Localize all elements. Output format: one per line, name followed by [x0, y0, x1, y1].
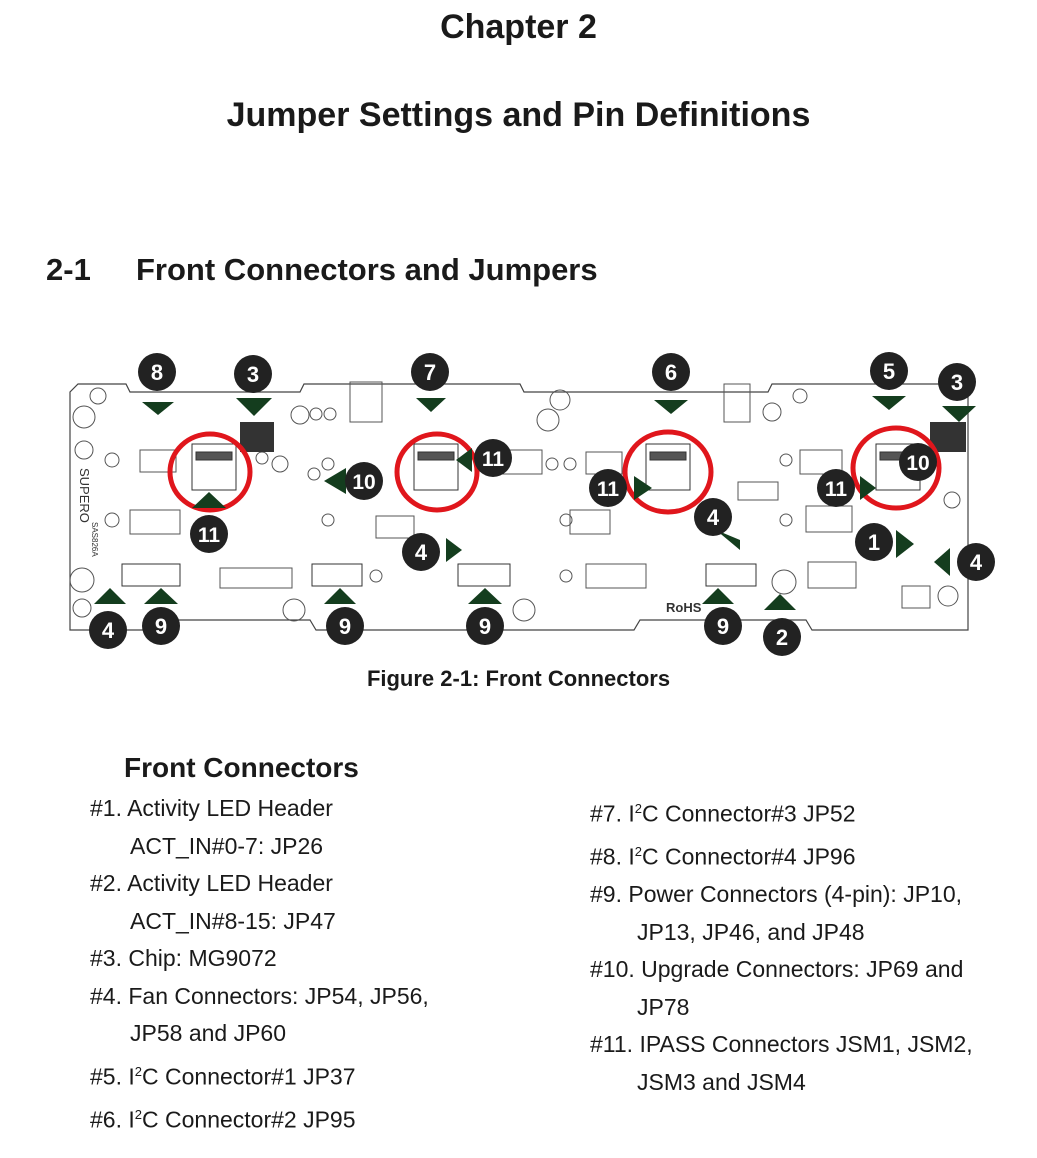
callout-5: 5	[870, 352, 908, 390]
callout-3-right: 3	[938, 363, 976, 401]
list-item: #9. Power Connectors (4-pin): JP10,	[590, 881, 963, 908]
list-item: #7. I2C Connector#3 JP52	[590, 800, 856, 827]
callout-4-d: 4	[89, 611, 127, 649]
svg-text:9: 9	[155, 614, 167, 639]
callout-9-c: 9	[466, 607, 504, 645]
svg-text:11: 11	[825, 478, 848, 501]
callout-8: 8	[138, 353, 176, 391]
board-logo: SUPERO	[77, 468, 92, 523]
svg-text:11: 11	[597, 478, 620, 501]
figure-caption: Figure 2-1: Front Connectors	[366, 666, 671, 691]
svg-text:4: 4	[970, 550, 983, 575]
list-item: #3. Chip: MG9072	[90, 945, 277, 971]
list-item: #6. I2C Connector#2 JP95	[90, 1106, 356, 1133]
connectors-heading: Front Connectors	[124, 752, 359, 783]
components	[104, 381, 931, 609]
list-item-detail: ACT_IN#0-7: JP26	[130, 832, 324, 859]
list-item: #2. Activity LED Header	[90, 870, 333, 896]
list-item: #10. Upgrade Connectors: JP69 and	[590, 956, 964, 983]
list-item: #11. IPASS Connectors JSM1, JSM2,	[590, 1031, 973, 1058]
svg-text:9: 9	[479, 614, 491, 639]
callout-10-a: 10	[345, 462, 383, 500]
svg-text:5: 5	[883, 359, 895, 384]
svg-text:11: 11	[198, 524, 221, 547]
callout-4-a: 4	[694, 498, 732, 536]
chip-mg9072-left	[240, 422, 274, 452]
list-item-detail: JP13, JP46, and JP48	[637, 918, 865, 945]
svg-text:9: 9	[717, 614, 729, 639]
ipass-connectors	[191, 443, 921, 491]
section-heading: 2-1 Front Connectors and Jumpers	[46, 252, 598, 288]
svg-text:4: 4	[707, 505, 720, 530]
callout-1: 1	[855, 523, 893, 561]
svg-text:4: 4	[102, 618, 115, 643]
callout-9-a: 9	[142, 607, 180, 645]
section-label: Front Connectors and Jumpers	[136, 252, 598, 287]
list-item-detail: JP58 and JP60	[130, 1020, 287, 1046]
connectors-list-left: #1. Activity LED Header ACT_IN#0-7: JP26…	[90, 790, 429, 1139]
list-item: #5. I2C Connector#1 JP37	[90, 1063, 356, 1090]
callout-9-d: 9	[704, 607, 742, 645]
list-item-detail: JP78	[637, 993, 690, 1020]
svg-text:3: 3	[247, 362, 259, 387]
callout-3-left: 3	[234, 355, 272, 393]
svg-text:4: 4	[415, 540, 428, 565]
connectors-list-right: #7. I2C Connector#3 JP52 #8. I2C Connect…	[590, 790, 973, 1101]
svg-text:10: 10	[352, 471, 375, 494]
section-number: 2-1	[46, 252, 91, 287]
list-item: #8. I2C Connector#4 JP96	[590, 843, 856, 870]
board-model: SAS826A	[90, 522, 99, 557]
svg-text:11: 11	[482, 448, 505, 471]
callout-6: 6	[652, 353, 690, 391]
svg-text:2: 2	[776, 625, 788, 650]
callout-2: 2	[763, 618, 801, 656]
list-item: #1. Activity LED Header	[90, 795, 333, 821]
svg-text:7: 7	[424, 360, 436, 385]
callout-7: 7	[411, 353, 449, 391]
chip-mg9072-right	[930, 422, 966, 452]
callout-11-c: 11	[589, 469, 627, 507]
callout-11-d: 11	[817, 469, 855, 507]
power-connectors	[121, 563, 757, 587]
callout-arrows	[94, 396, 976, 610]
svg-text:10: 10	[906, 452, 929, 475]
list-item-detail: ACT_IN#8-15: JP47	[130, 907, 336, 934]
callout-10-b: 10	[899, 443, 937, 481]
callout-4-c: 4	[402, 533, 440, 571]
svg-text:9: 9	[339, 614, 351, 639]
svg-text:8: 8	[151, 360, 163, 385]
mounting-holes	[69, 387, 961, 622]
list-item-detail: JSM3 and JSM4	[637, 1068, 806, 1095]
front-connectors-figure: SUPERO SAS826A RoHS 8 3 7 6	[69, 352, 995, 656]
rohs-mark: RoHS	[666, 600, 702, 615]
svg-text:6: 6	[665, 360, 677, 385]
callout-11-b: 11	[474, 439, 512, 477]
svg-text:3: 3	[951, 370, 963, 395]
chapter-heading: Chapter 2	[440, 8, 597, 46]
svg-text:1: 1	[868, 530, 880, 555]
highlight-circles	[167, 425, 942, 515]
chapter-title: Jumper Settings and Pin Definitions	[226, 96, 811, 134]
list-item: #4. Fan Connectors: JP54, JP56,	[90, 982, 429, 1009]
callout-9-b: 9	[326, 607, 364, 645]
callout-4-b: 4	[957, 543, 995, 581]
callout-11-a: 11	[190, 515, 228, 553]
callout-badges: 8 3 7 6 5 3 11 10 11 11 11 10 1 4 4 4 9 …	[89, 352, 995, 656]
